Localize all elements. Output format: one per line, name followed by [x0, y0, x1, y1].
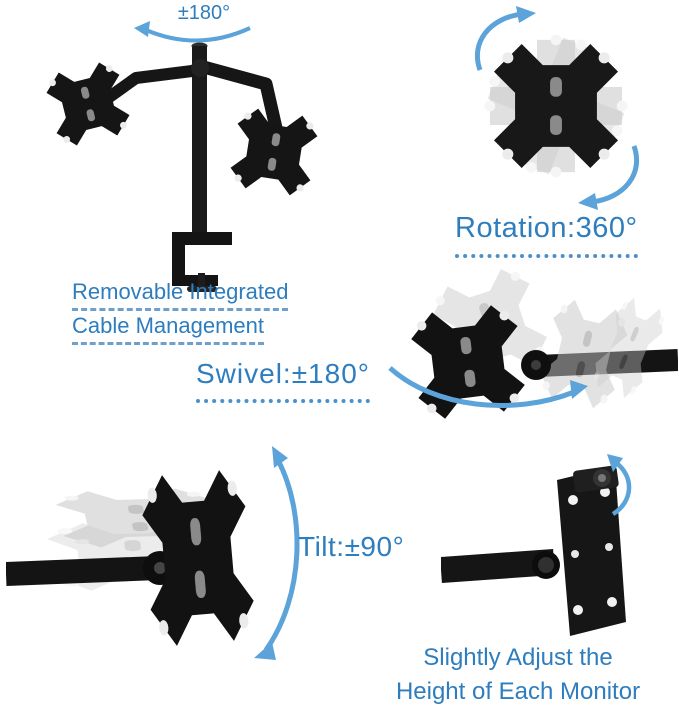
rotation-curved-arrow-top [474, 6, 536, 71]
cable-management-line1: Removable Integrated [72, 281, 289, 311]
rotation-label-wrap: Rotation:360° [455, 212, 638, 258]
swivel-label-wrap: Swivel:±180° [196, 358, 370, 403]
rotation-label: Rotation:360° [455, 212, 638, 258]
dual-mount-section: ±180° [14, 2, 349, 298]
cable-management-label: Removable Integrated Cable Management [72, 281, 289, 349]
rotation-arc-arrow [134, 21, 251, 43]
tilt-arc-arrow [254, 446, 300, 660]
mount-arm [6, 556, 159, 586]
height-adjust-arrow [607, 454, 632, 516]
dual-monitor-desk-mount-illustration [42, 21, 321, 292]
swivel-swoosh-arrow [388, 366, 588, 408]
height-adjust-label: Slightly Adjust the Height of Each Monit… [358, 641, 678, 708]
rotation-curved-arrow-bottom [578, 145, 640, 210]
rotation-plates [470, 20, 642, 192]
mount-arms [102, 59, 283, 135]
height-adjust-line2: Height of Each Monitor [395, 677, 641, 705]
vesa-swivel-illustration [388, 268, 678, 422]
cable-management-line2: Cable Management [72, 315, 265, 345]
mount-pole [191, 42, 208, 236]
vesa-rotation-illustration [470, 6, 642, 210]
height-adjust-line1: Slightly Adjust the [423, 644, 613, 671]
vesa-bracket [557, 466, 626, 636]
tilt-label: Tilt:±90° [298, 531, 405, 562]
vesa-tilt-illustration [6, 446, 300, 660]
pole-rotation-label: ±180° [177, 2, 231, 24]
height-adjust-illustration [441, 454, 632, 636]
swivel-label: Swivel:±180° [196, 358, 370, 403]
c-clamp [172, 232, 232, 292]
left-vesa-plate [42, 58, 134, 150]
